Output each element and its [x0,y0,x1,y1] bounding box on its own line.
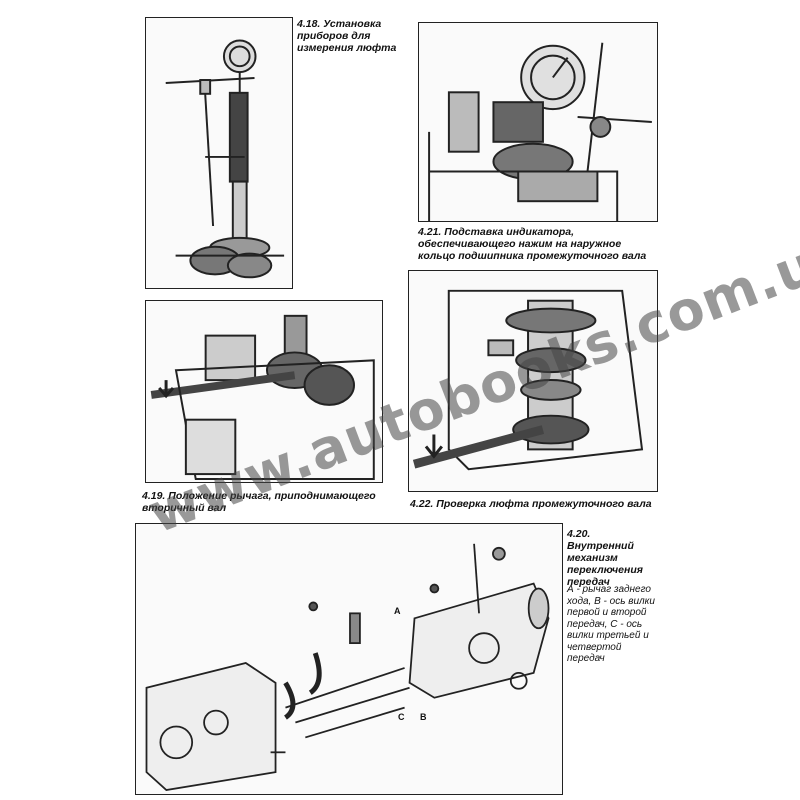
figure-4-21-image [418,22,658,222]
callout-b: B [420,712,427,722]
figure-4-20-caption: 4.20. Внутренний механизм переключения п… [567,528,643,588]
figure-4-21-caption: 4.21. Подставка индикатора, обеспечивающ… [418,226,647,262]
figure-4-18-image [145,17,293,289]
callout-a: A [394,606,401,616]
countershaft-play-drawing [412,289,644,471]
figure-4-20-legend: А - рычаг заднего хода, В - ось вилки пе… [567,584,655,664]
callout-c: C [398,712,405,722]
figure-4-19-caption: 4.19. Положение рычага, приподнимающего … [142,490,376,514]
shift-mechanism-exploded-drawing [145,543,550,791]
figure-4-18-caption: 4.18. Установка приборов для измерения л… [297,18,397,54]
lever-position-drawing [150,314,375,481]
figure-4-22-caption: 4.22. Проверка люфта промежуточного вала [410,498,652,510]
figure-4-22-image [408,270,658,492]
dial-indicator-drawing [165,39,285,279]
figure-4-19-image [145,300,383,483]
indicator-stand-drawing [428,42,652,221]
figure-4-20-image: A C B [135,523,563,795]
